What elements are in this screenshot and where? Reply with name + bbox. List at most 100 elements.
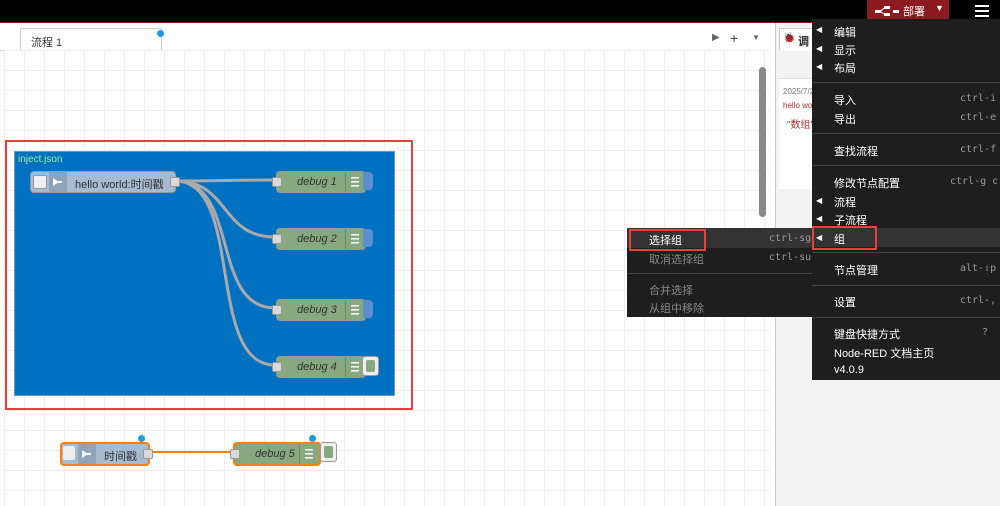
debug-node-4[interactable]: debug 4 <box>272 356 366 378</box>
debug-list-icon <box>345 172 364 192</box>
debug-list-icon <box>345 357 364 377</box>
menu-item-select-group[interactable]: 选择组 <box>649 235 682 247</box>
input-port[interactable] <box>272 177 282 187</box>
input-port[interactable] <box>230 449 240 459</box>
menu-item-docs-home[interactable]: Node-RED 文档主页 <box>834 348 935 360</box>
shortcut-label: alt-⇧p <box>960 263 997 274</box>
menu-item-export[interactable]: 导出 <box>834 114 856 126</box>
debug-node-5[interactable]: debug 5 <box>230 442 321 466</box>
tab-flow-1[interactable]: 流程 1 <box>20 28 164 51</box>
shortcut-label: ctrl-su <box>769 252 812 263</box>
menu-item-edit[interactable]: 编辑 <box>834 27 856 39</box>
menu-item-manage-palette[interactable]: 节点管理 <box>834 265 878 277</box>
shortcut-label: ? <box>982 327 989 338</box>
deploy-caret-icon[interactable]: ▼ <box>935 3 944 13</box>
node-label: debug 4 <box>297 361 337 373</box>
groups-highlight-box <box>812 226 877 250</box>
node-label: debug 3 <box>297 304 337 316</box>
output-port[interactable] <box>143 449 153 459</box>
main-menu-button[interactable] <box>966 0 1000 22</box>
menu-item-settings[interactable]: 设置 <box>834 297 856 309</box>
menu-item-import[interactable]: 导入 <box>834 95 856 107</box>
bug-icon: 🐞 <box>783 33 796 44</box>
deploy-icon <box>875 6 899 16</box>
changed-indicator-icon <box>309 435 316 442</box>
debug-list-icon <box>345 229 364 249</box>
debug-toggle-button[interactable] <box>362 356 379 376</box>
context-menu-hover-row <box>627 228 817 248</box>
node-label: debug 1 <box>297 176 337 188</box>
group-highlight-box <box>5 140 413 410</box>
menu-item-version: v4.0.9 <box>834 364 864 376</box>
debug-list-icon <box>299 444 318 464</box>
inject-node-1[interactable]: hello world:时间戳 <box>30 171 180 193</box>
inject-button-icon[interactable] <box>33 175 47 189</box>
changed-indicator-icon <box>138 435 145 442</box>
shortcut-label: ctrl-, <box>960 295 997 306</box>
wires-layer <box>147 178 276 453</box>
output-port[interactable] <box>170 177 180 187</box>
submenu-arrow-icon: ◀ <box>816 214 823 223</box>
inject-arrow-icon <box>49 172 67 192</box>
inject-button-icon[interactable] <box>63 446 75 460</box>
shortcut-label: ctrl-e <box>960 112 997 123</box>
debug-toggle-button[interactable] <box>363 172 373 190</box>
debug-node-1[interactable]: debug 1 <box>272 171 366 193</box>
message-topic: hello wor <box>783 101 816 110</box>
menu-divider <box>812 252 1000 253</box>
node-label: 时间戳 <box>104 451 137 463</box>
input-port[interactable] <box>272 234 282 244</box>
menu-item-view[interactable]: 显示 <box>834 45 856 57</box>
message-timestamp: 2025/7/2 <box>783 87 815 96</box>
submenu-arrow-icon: ◀ <box>816 233 823 242</box>
menu-divider <box>627 273 817 274</box>
play-icon[interactable]: ▶ <box>712 32 720 43</box>
menu-divider <box>812 165 1000 166</box>
menu-item-arrange[interactable]: 布局 <box>834 63 856 75</box>
menu-item-deselect-group[interactable]: 取消选择组 <box>649 254 704 266</box>
input-port[interactable] <box>272 362 282 372</box>
toggle-on-icon <box>324 446 333 458</box>
menu-item-flows[interactable]: 流程 <box>834 197 856 209</box>
add-icon[interactable]: + <box>730 30 739 46</box>
canvas-scrollbar[interactable] <box>759 67 766 217</box>
deploy-label: 部署 <box>903 6 925 18</box>
submenu-arrow-icon: ◀ <box>816 62 823 71</box>
debug-node-2[interactable]: debug 2 <box>272 228 366 250</box>
header-bar <box>0 0 1000 23</box>
toggle-on-icon <box>366 360 375 372</box>
hamburger-icon <box>975 5 989 17</box>
submenu-arrow-icon: ◀ <box>816 196 823 205</box>
menu-item-groups[interactable]: 组 <box>834 234 845 246</box>
message-payload: "数组" <box>787 120 815 131</box>
shortcut-label: ctrl-sg <box>769 233 812 244</box>
chevron-down-icon[interactable]: ▼ <box>752 33 760 42</box>
debug-toggle-button[interactable] <box>320 442 337 462</box>
node-label: debug 2 <box>297 233 337 245</box>
debug-toggle-button[interactable] <box>363 229 373 247</box>
inject-arrow-icon <box>78 444 96 464</box>
main-menu: ◀ 编辑 ◀ 显示 ◀ 布局 导入 ctrl-i 导出 ctrl-e 查找流程 … <box>812 19 1000 380</box>
select-group-highlight-box <box>629 229 706 251</box>
menu-item-keyboard-shortcuts[interactable]: 键盘快捷方式 <box>834 329 900 341</box>
shortcut-label: ctrl-i <box>960 93 997 104</box>
menu-item-groups-hover <box>812 228 1000 247</box>
context-menu: 选择组 ctrl-sg 取消选择组 ctrl-su 合并选择 从组中移除 <box>627 228 817 317</box>
submenu-arrow-icon: ◀ <box>816 44 823 53</box>
submenu-arrow-icon: ◀ <box>816 25 823 34</box>
sidebar-tab-label: 调 <box>798 36 809 48</box>
input-port[interactable] <box>272 305 282 315</box>
debug-node-3[interactable]: debug 3 <box>272 299 366 321</box>
menu-divider <box>812 285 1000 286</box>
menu-item-search-flows[interactable]: 查找流程 <box>834 146 878 158</box>
debug-toggle-button[interactable] <box>363 300 373 318</box>
menu-item-merge-selection[interactable]: 合并选择 <box>649 285 693 297</box>
inject-node-2[interactable]: 时间戳 <box>60 442 153 466</box>
menu-item-remove-from-group[interactable]: 从组中移除 <box>649 303 704 315</box>
menu-item-subflows[interactable]: 子流程 <box>834 215 867 227</box>
menu-divider <box>812 317 1000 318</box>
menu-item-config-nodes[interactable]: 修改节点配置 <box>834 178 900 190</box>
deploy-button[interactable]: 部署 ▼ <box>867 0 949 22</box>
node-label: hello world:时间戳 <box>75 179 164 191</box>
node-label: debug 5 <box>255 448 295 460</box>
